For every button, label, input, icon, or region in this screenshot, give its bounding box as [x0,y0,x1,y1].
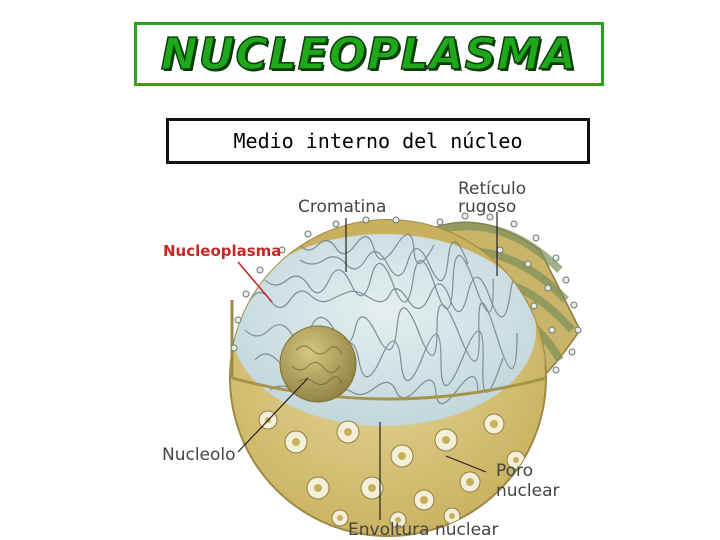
label-poro-line1: Poro [496,461,533,481]
page-title: NUCLEOPLASMA [160,28,578,81]
leader-lines [237,212,498,520]
subtitle-box: Medio interno del núcleo [166,118,590,164]
label-reticulo-line2: rugoso [458,197,516,217]
title-box: NUCLEOPLASMA [134,22,604,86]
label-nucleolo: Nucleolo [162,445,236,465]
nucleoplasma-pointer [237,261,273,303]
nucleolus [279,325,357,403]
label-cromatina: Cromatina [298,197,386,217]
nucleoplasm-region [232,234,536,426]
label-poro-line2: nuclear [496,481,559,501]
label-nucleoplasma: Nucleoplasma [163,242,281,260]
label-reticulo-line1: Retículo [458,179,526,199]
page-subtitle: Medio interno del núcleo [233,129,523,153]
rim-ribosomes [230,216,400,352]
label-envoltura: Envoltura nuclear [348,520,498,540]
